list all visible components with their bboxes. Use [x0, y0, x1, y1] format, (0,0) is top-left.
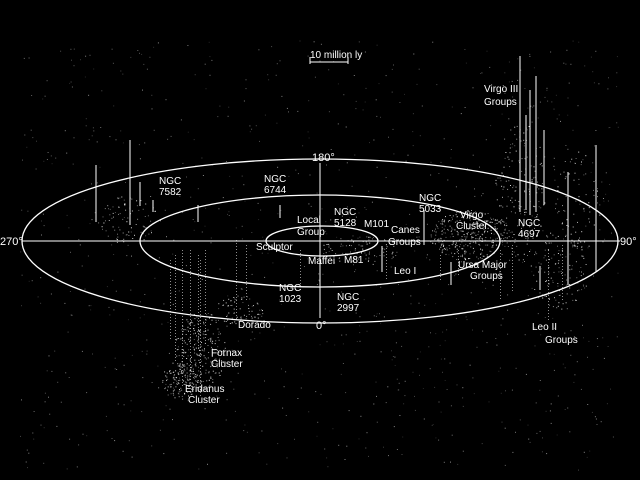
label-virgo: Virgo: [460, 210, 484, 221]
label-ngc5128: NGC: [334, 207, 356, 218]
scale-bar-label: 10 million ly: [310, 50, 362, 61]
label-virgo-cluster: Cluster: [456, 221, 488, 232]
angle-0: 0°: [316, 320, 327, 332]
label-ngc1023: NGC: [279, 283, 301, 294]
label-ngc6744-num: 6744: [264, 185, 287, 196]
label-ngc2997: NGC: [337, 292, 359, 303]
label-ngc5033-num: 5033: [419, 204, 442, 215]
label-ngc5128-num: 5128: [334, 218, 357, 229]
label-eridanus: Eridanus: [185, 384, 224, 395]
label-dorado: Dorado: [238, 320, 271, 331]
label-ursa-major: Ursa Major: [458, 260, 508, 271]
label-fornax-cluster: Cluster: [211, 359, 243, 370]
label-leo-ii: Leo II: [532, 322, 557, 333]
label-ngc2997-num: 2997: [337, 303, 360, 314]
vertical-markers: [95, 56, 597, 290]
label-canes: Canes: [391, 225, 420, 236]
label-m81: M81: [344, 255, 364, 266]
label-eridanus-cluster: Cluster: [188, 395, 220, 406]
label-virgo-iii: Virgo III: [484, 84, 518, 95]
label-ngc1023-num: 1023: [279, 294, 302, 305]
angle-180: 180°: [312, 152, 335, 164]
label-leo-ii-groups: Groups: [545, 335, 578, 346]
label-ngc7582: NGC: [159, 176, 181, 187]
label-fornax: Fornax: [211, 348, 242, 359]
label-local-group: Group: [297, 227, 325, 238]
scale-bar: 10 million ly: [309, 50, 362, 64]
label-sculptor: Sculptor: [256, 242, 293, 253]
label-m101: M101: [364, 219, 389, 230]
label-virgo-iii-groups: Groups: [484, 97, 517, 108]
label-ngc7582-num: 7582: [159, 187, 182, 198]
label-local: Local: [297, 215, 321, 226]
label-maffei: Maffei: [308, 256, 335, 267]
dotted-drop-lines: [170, 240, 563, 396]
label-ngc5033: NGC: [419, 193, 441, 204]
label-leo-i: Leo I: [394, 266, 416, 277]
label-ursa-major-groups: Groups: [470, 271, 503, 282]
angle-90: 90°: [620, 236, 637, 248]
angle-270: 270°: [0, 236, 23, 248]
label-canes-groups: Groups: [388, 237, 421, 248]
label-ngc4697-num: 4697: [518, 229, 541, 240]
label-ngc6744: NGC: [264, 174, 286, 185]
label-ngc4697: NGC: [518, 218, 540, 229]
